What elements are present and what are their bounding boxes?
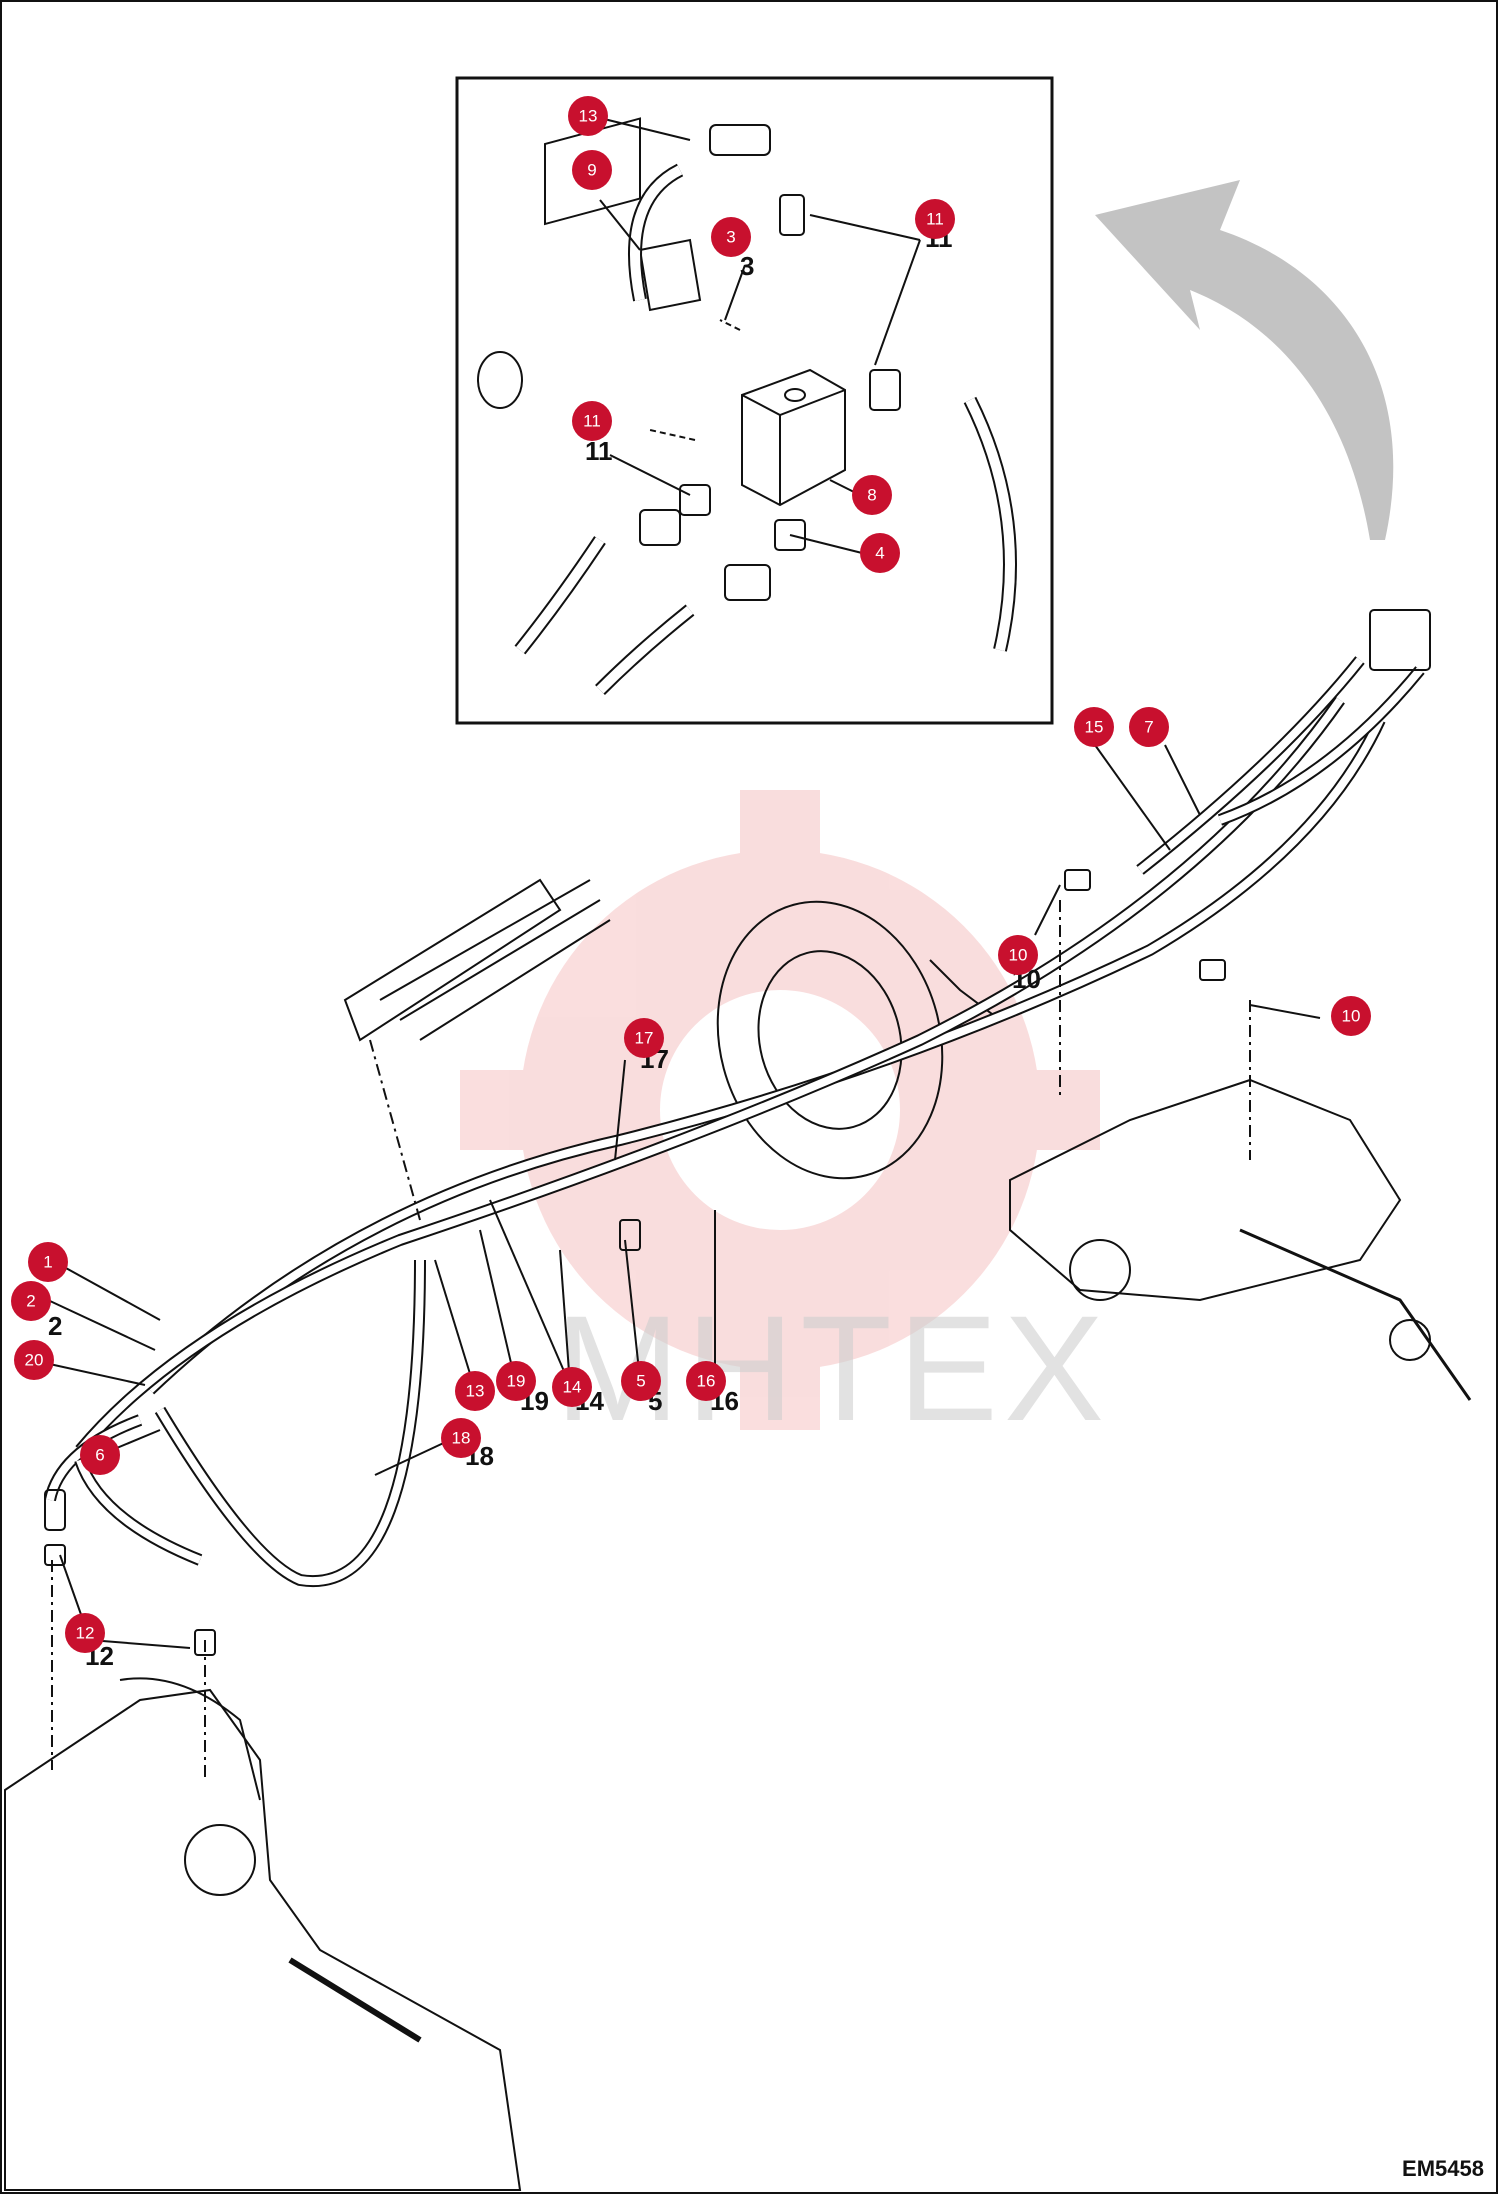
svg-text:15: 15 [1085, 718, 1104, 737]
callout-16[interactable]: 16 [686, 1361, 726, 1401]
callout-13[interactable]: 13 [568, 96, 608, 136]
callout-4[interactable]: 4 [860, 533, 900, 573]
callout-15[interactable]: 15 [1074, 707, 1114, 747]
svg-text:2: 2 [26, 1292, 35, 1311]
callout-3[interactable]: 3 [711, 217, 751, 257]
callout-8[interactable]: 8 [852, 475, 892, 515]
callout-19[interactable]: 19 [496, 1361, 536, 1401]
leader-lines [44, 117, 1321, 1649]
svg-text:12: 12 [76, 1624, 95, 1643]
callout-7[interactable]: 7 [1129, 707, 1169, 747]
svg-text:13: 13 [579, 107, 598, 126]
callout-11[interactable]: 11 [572, 401, 612, 441]
svg-text:10: 10 [1342, 1007, 1361, 1026]
callout-9[interactable]: 9 [572, 150, 612, 190]
detail-arrow-icon [1095, 180, 1394, 540]
svg-text:9: 9 [587, 161, 596, 180]
svg-text:11: 11 [583, 412, 601, 431]
detail-inset [455, 76, 1054, 725]
svg-text:17: 17 [635, 1029, 654, 1048]
svg-text:6: 6 [95, 1446, 104, 1465]
callout-5[interactable]: 5 [621, 1361, 661, 1401]
svg-text:8: 8 [867, 486, 876, 505]
svg-text:1: 1 [43, 1253, 52, 1272]
callout-11[interactable]: 11 [915, 199, 955, 239]
svg-text:16: 16 [697, 1372, 716, 1391]
svg-text:11: 11 [926, 210, 944, 229]
watermark-gear-icon [460, 790, 1100, 1430]
callout-6[interactable]: 6 [80, 1435, 120, 1475]
callout-20[interactable]: 20 [14, 1340, 54, 1380]
callout-10[interactable]: 10 [998, 935, 1038, 975]
drawing-code: EM5458 [1402, 2156, 1484, 2181]
svg-text:13: 13 [466, 1382, 485, 1401]
svg-text:3: 3 [726, 228, 735, 247]
svg-text:4: 4 [875, 544, 884, 563]
callout-2[interactable]: 2 [11, 1281, 51, 1321]
callout-17[interactable]: 17 [624, 1018, 664, 1058]
svg-text:7: 7 [1144, 718, 1153, 737]
svg-text:10: 10 [1009, 946, 1028, 965]
callout-12[interactable]: 12 [65, 1613, 105, 1653]
svg-text:5: 5 [636, 1372, 645, 1391]
plain-number-2: 2 [48, 1311, 62, 1341]
svg-text:20: 20 [25, 1351, 44, 1370]
callout-18[interactable]: 18 [441, 1418, 481, 1458]
svg-text:18: 18 [452, 1429, 471, 1448]
main-assembly [4, 609, 1472, 2191]
callout-10[interactable]: 10 [1331, 996, 1371, 1036]
svg-text:19: 19 [507, 1372, 526, 1391]
callout-13[interactable]: 13 [455, 1371, 495, 1411]
valve-block [477, 117, 1017, 695]
callout-14[interactable]: 14 [552, 1367, 592, 1407]
plain-number-3: 3 [740, 251, 754, 281]
plain-number-11: 11 [585, 436, 613, 466]
svg-text:14: 14 [563, 1378, 582, 1397]
callout-1[interactable]: 1 [28, 1242, 68, 1282]
